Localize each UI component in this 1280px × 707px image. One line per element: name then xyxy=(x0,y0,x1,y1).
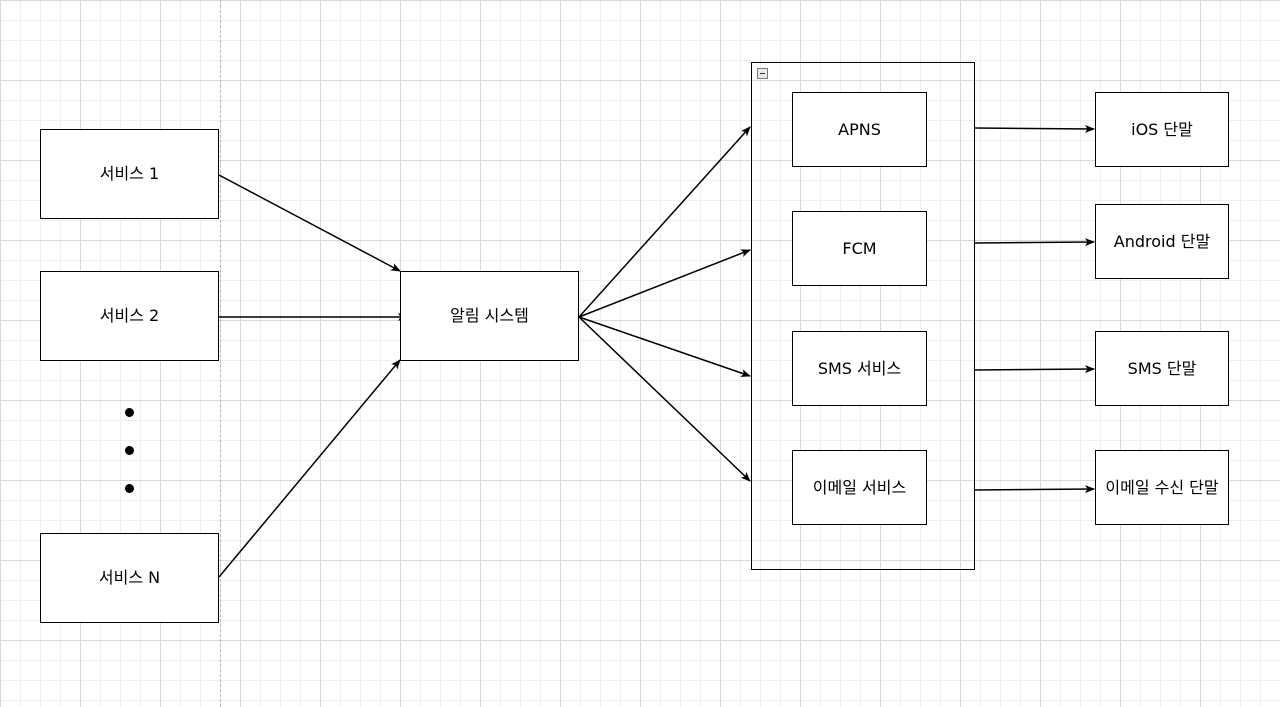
provider-node-fcm[interactable]: FCM xyxy=(792,211,927,286)
edge-hub-to-email[interactable] xyxy=(578,316,751,482)
device-node-sms[interactable]: SMS 단말 xyxy=(1095,331,1229,406)
provider-fcm-label: FCM xyxy=(842,238,877,258)
ellipsis-dot-2 xyxy=(125,446,134,455)
provider-node-sms[interactable]: SMS 서비스 xyxy=(792,331,927,406)
device-ios-label: iOS 단말 xyxy=(1131,119,1193,139)
device-email-label: 이메일 수신 단말 xyxy=(1105,477,1219,497)
provider-apns-label: APNS xyxy=(838,119,881,139)
edge-serviceN-to-hub[interactable] xyxy=(218,359,401,578)
service-node-1-label: 서비스 1 xyxy=(99,164,160,184)
device-node-ios[interactable]: iOS 단말 xyxy=(1095,92,1229,167)
service-node-n[interactable]: 서비스 N xyxy=(40,533,219,623)
provider-email-label: 이메일 서비스 xyxy=(812,477,907,497)
collapse-minus-icon[interactable] xyxy=(757,68,768,79)
edge-email-to-email-device[interactable] xyxy=(974,485,1095,494)
notification-system-node[interactable]: 알림 시스템 xyxy=(400,271,579,361)
service-node-2[interactable]: 서비스 2 xyxy=(40,271,219,361)
device-node-android[interactable]: Android 단말 xyxy=(1095,204,1229,279)
provider-sms-label: SMS 서비스 xyxy=(817,358,902,378)
device-android-label: Android 단말 xyxy=(1113,231,1211,251)
edge-apns-to-ios[interactable] xyxy=(974,124,1095,133)
edge-hub-to-sms[interactable] xyxy=(578,316,751,377)
page-break-line xyxy=(220,0,221,707)
edge-hub-to-fcm[interactable] xyxy=(578,249,751,318)
device-sms-label: SMS 단말 xyxy=(1127,358,1197,378)
provider-node-apns[interactable]: APNS xyxy=(792,92,927,167)
service-node-n-label: 서비스 N xyxy=(98,568,161,588)
service-node-2-label: 서비스 2 xyxy=(99,306,160,326)
device-node-email[interactable]: 이메일 수신 단말 xyxy=(1095,450,1229,525)
ellipsis-dot-1 xyxy=(125,408,134,417)
edge-service1-to-hub[interactable] xyxy=(218,174,401,272)
provider-group-container[interactable] xyxy=(751,62,975,570)
notification-system-label: 알림 시스템 xyxy=(450,306,529,326)
ellipsis-dot-3 xyxy=(125,484,134,493)
edge-fcm-to-android[interactable] xyxy=(974,238,1095,247)
edge-hub-to-apns[interactable] xyxy=(578,126,751,318)
edge-sms-to-sms-device[interactable] xyxy=(974,365,1095,374)
service-node-1[interactable]: 서비스 1 xyxy=(40,129,219,219)
provider-node-email[interactable]: 이메일 서비스 xyxy=(792,450,927,525)
